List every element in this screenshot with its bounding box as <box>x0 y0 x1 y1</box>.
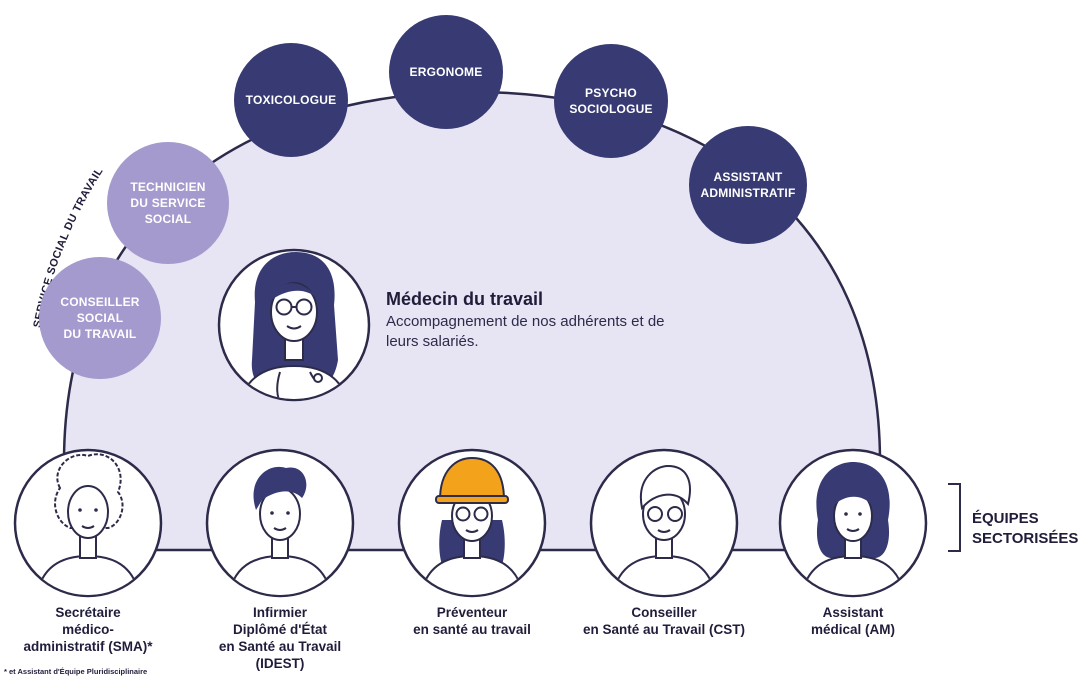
equipes-bracket <box>948 483 961 552</box>
label-technicien: TECHNICIEN DU SERVICE SOCIAL <box>130 180 206 226</box>
bubble-assistant-admin <box>689 126 807 244</box>
bubble-technicien <box>107 142 229 264</box>
bubble-toxicologue <box>234 43 348 157</box>
doctor-title: Médecin du travail <box>386 289 544 309</box>
bubble-conseiller-social <box>39 257 161 379</box>
avatar-preventeur <box>397 448 547 598</box>
label-am: Assistant médical (AM) <box>810 605 895 637</box>
label-conseiller-social: CONSEILLER SOCIAL DU TRAVAIL <box>60 295 140 341</box>
avatar-cst <box>589 448 739 598</box>
bubble-ergonome <box>389 15 503 129</box>
doctor-avatar <box>217 248 371 402</box>
label-preventeur: Préventeur en santé au travail <box>413 605 531 637</box>
avatar-sma <box>13 448 163 598</box>
label-psycho: PSYCHO SOCIOLOGUE <box>569 86 653 116</box>
label-sma: Secrétaire médico- administratif (SMA)* <box>23 605 153 654</box>
label-ergonome: ERGONOME <box>409 65 483 79</box>
avatar-idest <box>205 448 355 598</box>
equipes-sectorisees-label: ÉQUIPES SECTORISÉES <box>972 510 1079 547</box>
bubble-psycho <box>554 44 668 158</box>
doctor-description: Accompagnement de nos adhérents et de le… <box>386 313 665 350</box>
label-idest: Infirmier Diplômé d'État en Santé au Tra… <box>218 605 342 671</box>
label-toxicologue: TOXICOLOGUE <box>245 93 337 107</box>
label-assistant-admin: ASSISTANT ADMINISTRATIF <box>700 170 796 200</box>
avatar-am <box>778 448 928 598</box>
label-cst: Conseiller en Santé au Travail (CST) <box>582 605 746 637</box>
footnote: * et Assistant d'Équipe Pluridisciplinai… <box>4 667 148 676</box>
